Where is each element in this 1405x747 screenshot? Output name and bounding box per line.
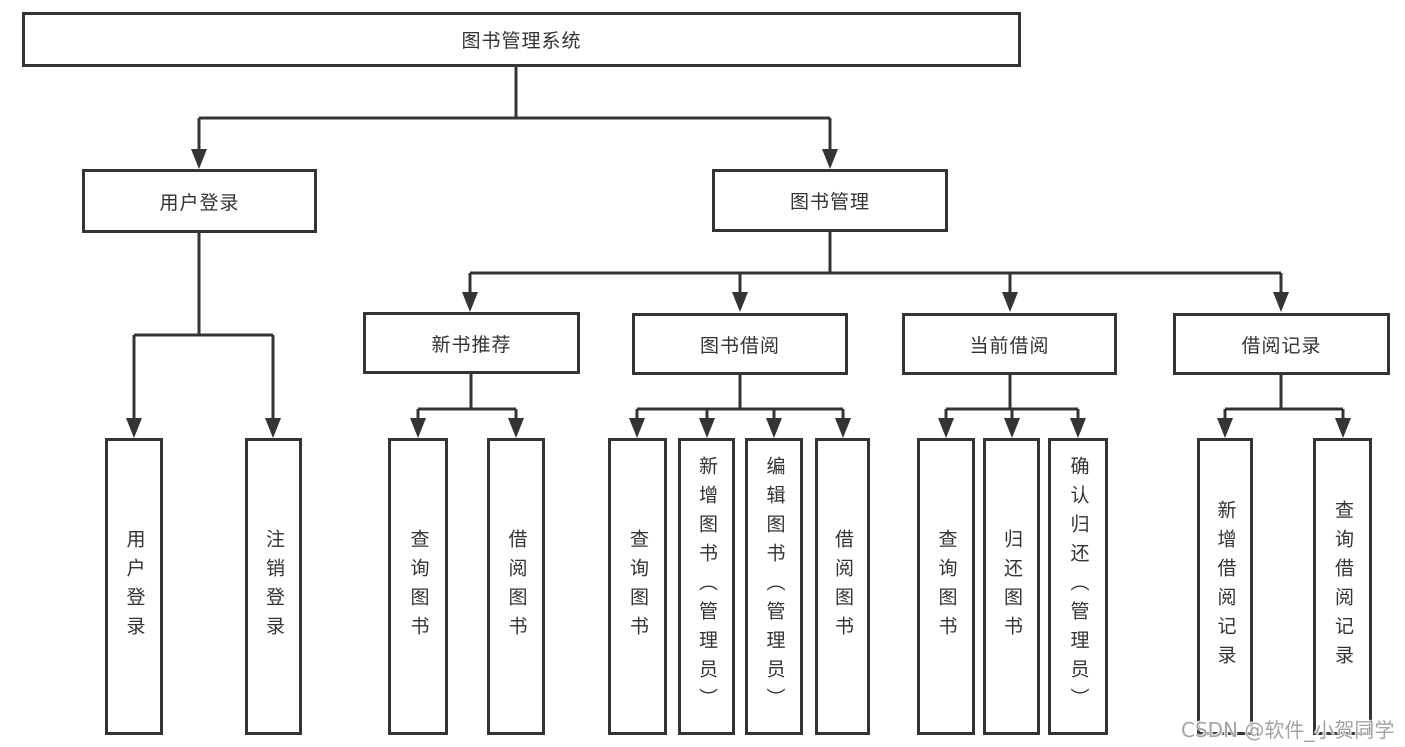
node-label: 当前借阅 [969, 334, 1050, 357]
arrow-icon [462, 292, 478, 312]
leaf-query-books-recommend: 查询图书 [388, 438, 448, 735]
csdn-watermark: CSDN @软件_小贺同学 [1181, 718, 1395, 742]
node-label: 新书推荐 [431, 333, 512, 356]
node-label: 借阅图书 [832, 528, 854, 645]
node-label: 图书管理 [789, 191, 870, 213]
arrow-icon [265, 418, 281, 438]
node-label: 用户登录 [159, 191, 240, 214]
arrow-icon [835, 418, 851, 438]
node-label: 新增借阅记录 [1214, 499, 1237, 674]
node-label: 查询图书 [407, 528, 430, 645]
arrow-icon [1335, 418, 1351, 438]
connector-book-management [468, 232, 1283, 295]
node-library-management-system: 图书管理系统 [22, 12, 1021, 67]
connector-current-borrowing [944, 375, 1080, 421]
arrow-icon [191, 149, 207, 169]
connector-user-login [132, 233, 275, 421]
arrow-icon [699, 418, 715, 438]
node-user-login: 用户登录 [82, 169, 317, 233]
leaf-query-books-borrowing: 查询图书 [608, 438, 667, 735]
leaf-query-borrow-record: 查询借阅记录 [1313, 438, 1372, 735]
node-label: 查询图书 [627, 528, 649, 645]
leaf-logout: 注销登录 [245, 438, 302, 735]
arrow-icon [1273, 292, 1289, 312]
arrow-icon [938, 418, 954, 438]
arrow-icon [822, 149, 838, 169]
leaf-confirm-return-admin: 确认归还（管理员） [1048, 438, 1108, 735]
node-label: 借阅图书 [505, 528, 528, 645]
arrow-icon [1002, 292, 1018, 312]
arrow-icon [126, 418, 142, 438]
leaf-add-book-admin: 新增图书（管理员） [678, 438, 735, 735]
arrow-icon [1070, 418, 1086, 438]
leaf-add-borrow-record: 新增借阅记录 [1197, 438, 1253, 735]
node-label: 用户登录 [123, 528, 146, 645]
node-label: 注销登录 [263, 528, 285, 645]
leaf-edit-book-admin: 编辑图书（管理员） [745, 438, 803, 735]
leaf-borrow-books: 借阅图书 [815, 438, 870, 735]
connector-new-book-recommend [416, 374, 518, 421]
arrow-icon [629, 418, 645, 438]
node-current-borrowing: 当前借阅 [902, 313, 1117, 375]
connector-borrowing-records [1223, 375, 1345, 421]
node-label: 查询借阅记录 [1332, 499, 1354, 674]
node-book-management: 图书管理 [712, 169, 948, 232]
node-label: 编辑图书（管理员） [763, 456, 786, 717]
arrow-icon [766, 418, 782, 438]
connector-root [197, 67, 832, 152]
node-label: 确认归还（管理员） [1067, 456, 1090, 717]
arrow-icon [1004, 418, 1020, 438]
arrow-icon [732, 292, 748, 312]
node-label: 图书借阅 [699, 334, 780, 357]
node-label: 查询图书 [935, 528, 958, 645]
node-borrowing-records: 借阅记录 [1173, 313, 1390, 375]
arrow-icon [1217, 418, 1233, 438]
leaf-borrow-books-recommend: 借阅图书 [487, 438, 545, 735]
arrowheads [126, 149, 1351, 438]
node-label: 新增图书（管理员） [696, 456, 718, 717]
leaf-user-login: 用户登录 [105, 438, 163, 735]
connector-book-borrowing [635, 375, 845, 421]
arrow-icon [410, 418, 426, 438]
node-label: 归还图书 [1001, 528, 1023, 645]
leaf-query-books-current: 查询图书 [917, 438, 975, 735]
node-book-borrowing: 图书借阅 [632, 313, 848, 375]
node-label: 图书管理系统 [461, 30, 582, 52]
node-new-book-recommend: 新书推荐 [363, 312, 580, 374]
arrow-icon [508, 418, 524, 438]
node-label: 借阅记录 [1241, 334, 1322, 357]
leaf-return-books: 归还图书 [983, 438, 1040, 735]
